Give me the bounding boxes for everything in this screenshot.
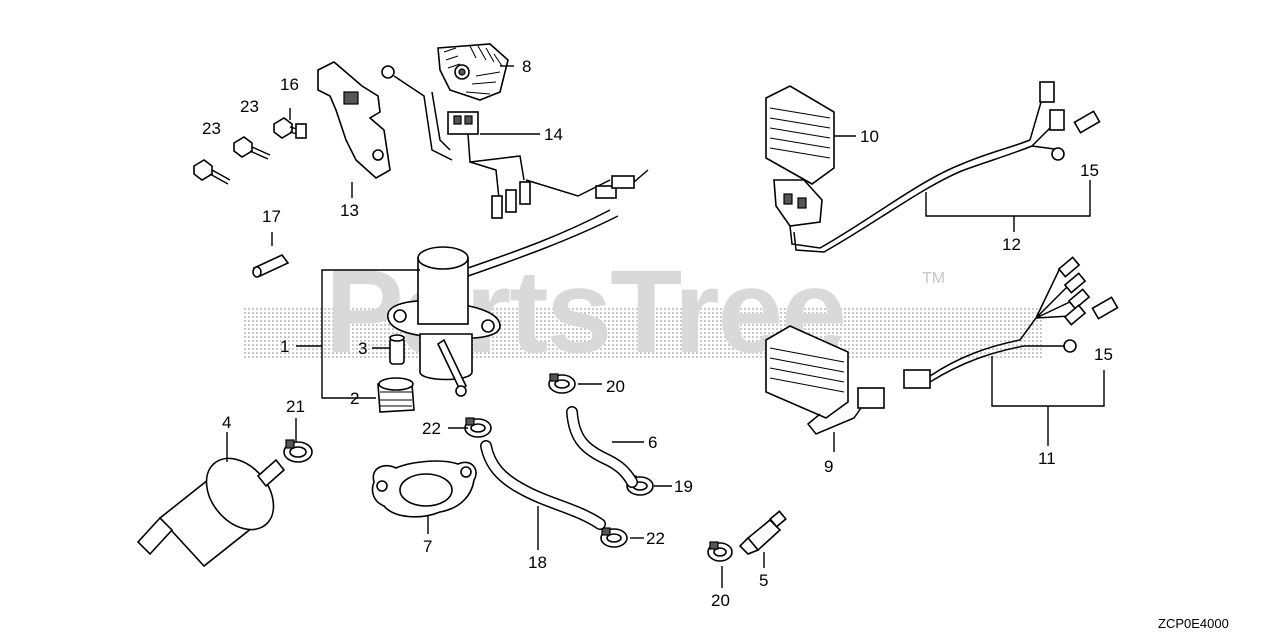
callout-10: 10 [860, 127, 879, 146]
callout-22-b: 22 [646, 529, 665, 548]
part-6-hose [566, 406, 638, 488]
part-14-harness [381, 65, 649, 219]
part-7-gasket [371, 460, 477, 518]
part-16-bolt [273, 117, 307, 139]
part-1-fuel-pump [387, 209, 619, 397]
callout-15-b: 15 [1094, 345, 1113, 364]
callout-3: 3 [358, 339, 367, 358]
callout-23-a: 23 [202, 119, 221, 138]
callout-6: 6 [648, 433, 657, 452]
watermark-stripe [242, 306, 1042, 358]
part-4-fuel-filter [136, 457, 286, 568]
callout-19: 19 [674, 477, 693, 496]
part-22-clamp-a [464, 417, 492, 438]
callout-22-a: 22 [422, 419, 441, 438]
part-18-hose [480, 440, 606, 530]
callout-13: 13 [340, 201, 359, 220]
callouts: 1 2 3 4 5 6 7 8 9 10 11 12 13 14 15 15 1… [202, 57, 1113, 610]
part-12-harness [789, 81, 1101, 253]
callout-11: 11 [1038, 449, 1056, 468]
part-2-grommet [377, 377, 415, 413]
callout-14: 14 [544, 125, 563, 144]
callout-15-a: 15 [1080, 161, 1099, 180]
callout-8: 8 [522, 57, 531, 76]
part-17-pin [252, 254, 290, 278]
part-10-regulator [765, 85, 835, 227]
part-22-clamp-b [600, 527, 628, 548]
callout-23-b: 23 [240, 97, 259, 116]
callout-20-b: 20 [711, 591, 730, 610]
leader-lines [226, 65, 1105, 588]
part-8-heatsink [437, 43, 509, 101]
part-23-bolt-a [193, 159, 231, 185]
part-13-bracket [317, 61, 391, 179]
part-20-clamp-a [548, 373, 576, 394]
part-20-clamp-b [707, 541, 733, 562]
callout-2: 2 [350, 389, 359, 408]
part-21-clamp [283, 439, 313, 463]
callout-18: 18 [528, 553, 547, 572]
diagram-code: ZCP0E4000 [1158, 616, 1229, 631]
callout-1: 1 [280, 337, 289, 356]
watermark: PartsTree TM [242, 246, 1042, 378]
part-11-harness [903, 256, 1119, 389]
callout-9: 9 [824, 457, 833, 476]
callout-16: 16 [280, 75, 299, 94]
callout-20-a: 20 [606, 377, 625, 396]
callout-5: 5 [759, 571, 768, 590]
callout-4: 4 [222, 413, 231, 432]
callout-21: 21 [286, 397, 305, 416]
callout-12: 12 [1002, 235, 1021, 254]
part-5-fitting [738, 510, 787, 555]
part-3-sleeve [389, 334, 405, 365]
part-9-regulator [765, 325, 885, 435]
watermark-trademark: TM [922, 270, 945, 287]
callout-17: 17 [262, 207, 281, 226]
part-23-bolt-b [233, 136, 271, 160]
callout-7: 7 [423, 537, 432, 556]
